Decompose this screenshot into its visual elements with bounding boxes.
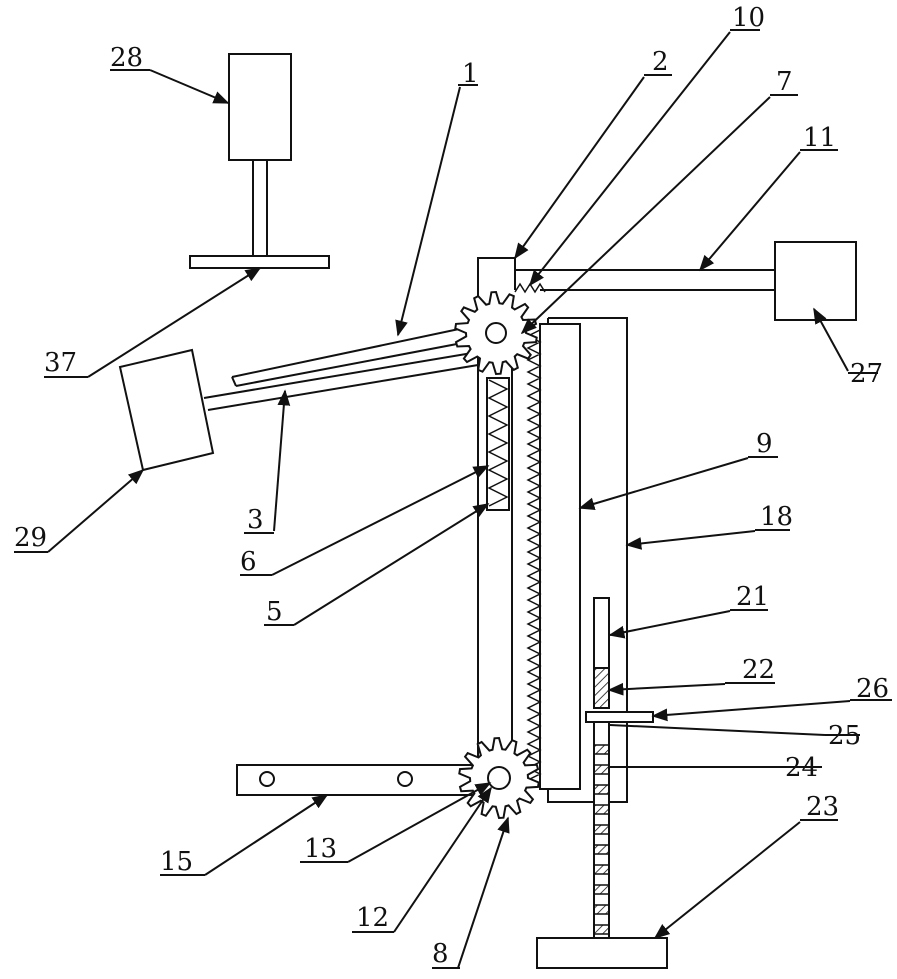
screw-thread-band (594, 785, 609, 794)
screw-thread-band (594, 765, 609, 774)
screw-thread-band (594, 845, 609, 854)
plate-37 (190, 256, 329, 268)
label-1: 1 (462, 59, 479, 89)
bar-11 (515, 270, 775, 290)
label-28: 28 (110, 43, 143, 73)
arm-3 (204, 352, 478, 410)
screw-thread-band (594, 925, 609, 934)
label-29: 29 (14, 523, 47, 553)
screw-thread-band (594, 745, 609, 754)
label-3: 3 (247, 505, 264, 535)
screw-rod-21 (594, 598, 609, 938)
label-21: 21 (736, 582, 769, 612)
label-8: 8 (432, 939, 449, 969)
label-15: 15 (160, 847, 193, 877)
label-6: 6 (240, 547, 257, 577)
leader-lines (14, 30, 892, 968)
label-25: 25 (828, 721, 861, 751)
label-24: 24 (785, 753, 818, 783)
box-27 (775, 242, 856, 320)
label-18: 18 (760, 502, 793, 532)
plate-26 (586, 712, 653, 722)
screw-thread-band (594, 805, 609, 814)
label-9: 9 (756, 429, 773, 459)
label-26: 26 (856, 674, 889, 704)
label-10: 10 (732, 3, 765, 33)
arm-1 (232, 325, 478, 386)
screw-thread-band (594, 825, 609, 834)
screw-thread-band (594, 905, 609, 914)
rack-9 (528, 324, 580, 789)
screw-thread-band (594, 885, 609, 894)
gear-top-7 (455, 292, 536, 374)
motor-28 (229, 54, 291, 256)
label-2: 2 (652, 47, 669, 77)
label-37: 37 (44, 348, 77, 378)
screw-thread-band (594, 865, 609, 874)
label-11: 11 (803, 123, 836, 153)
label-22: 22 (742, 655, 775, 685)
label-12: 12 (356, 903, 389, 933)
label-23: 23 (806, 792, 839, 822)
gear-bottom-8 (459, 738, 538, 818)
box-29 (120, 350, 213, 470)
label-27: 27 (850, 359, 883, 389)
base-23 (537, 938, 667, 968)
label-5: 5 (266, 597, 283, 627)
label-13: 13 (304, 834, 337, 864)
bar-15 (237, 765, 495, 795)
label-7: 7 (776, 67, 793, 97)
